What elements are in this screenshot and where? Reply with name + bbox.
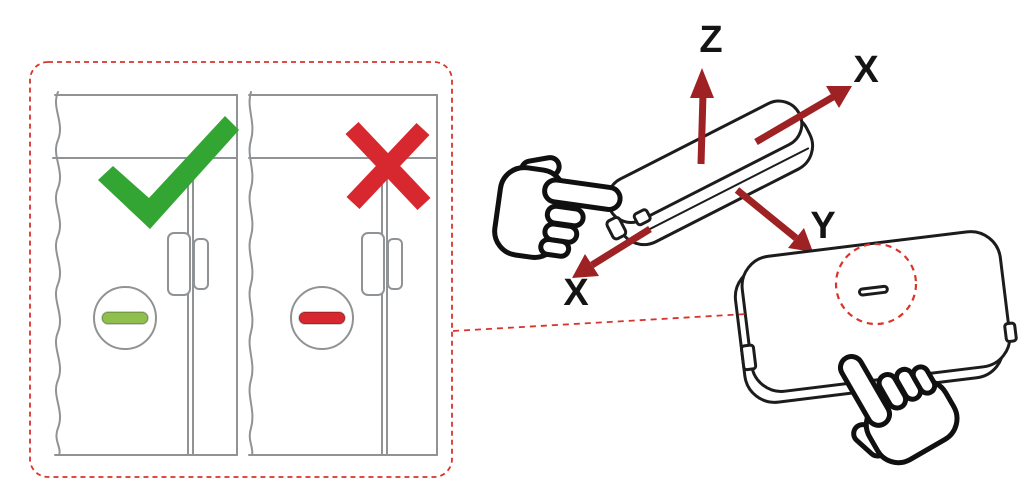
- axis-arrow-z-shaft: [697, 93, 707, 165]
- dashed-connector-line: [452, 313, 748, 332]
- sensor-clip: [740, 343, 758, 372]
- door-sensor-magnet: [387, 238, 403, 290]
- sensor-latch: [632, 208, 652, 227]
- axis-label-y: Y: [810, 205, 835, 247]
- incorrect-door-figure: [248, 91, 438, 456]
- axis-arrow-y-head: [788, 228, 813, 252]
- axis-label-x-lower: X: [563, 272, 589, 314]
- sensor-device-axes-figure: Z X Y X: [563, 19, 879, 314]
- check-icon: [98, 116, 239, 229]
- door-sensor-body: [361, 232, 385, 296]
- dashed-outline-box: [29, 61, 453, 478]
- door-sensor-body: [167, 232, 191, 296]
- axis-label-z: Z: [699, 19, 722, 61]
- axis-label-x-upper: X: [853, 49, 879, 91]
- cross-icon: [345, 122, 431, 210]
- axis-arrow-x-lower-head: [572, 254, 599, 278]
- indicator-bar-green: [101, 311, 149, 325]
- correct-door-figure: [52, 91, 239, 456]
- dashed-overlays: [29, 61, 918, 478]
- axis-arrows: [572, 68, 852, 278]
- door-sensor-magnet: [193, 238, 209, 290]
- axis-arrow-y-shaft: [734, 187, 799, 241]
- sensor-side-tab: [1003, 321, 1018, 343]
- axis-arrow-z-head: [690, 68, 714, 98]
- mounting-guide-panel: [52, 91, 438, 456]
- cross-bar: [346, 123, 430, 209]
- sensor-lid-seam: [630, 147, 810, 240]
- wavy-wall-edge: [55, 91, 61, 456]
- axis-arrow-x-upper-head: [826, 86, 852, 108]
- dashed-callout-circle: [834, 242, 918, 326]
- axis-arrow-x-upper-shaft: [754, 93, 835, 146]
- sensor-clip: [605, 215, 628, 241]
- wavy-wall-edge: [248, 91, 254, 456]
- sensor-slot: [857, 284, 889, 297]
- axis-arrow-x-lower-shaft: [590, 226, 652, 268]
- sensor-device-back-figure: [733, 230, 1018, 404]
- pointing-hand-icon: [492, 149, 625, 268]
- indicator-bar-red: [298, 311, 346, 325]
